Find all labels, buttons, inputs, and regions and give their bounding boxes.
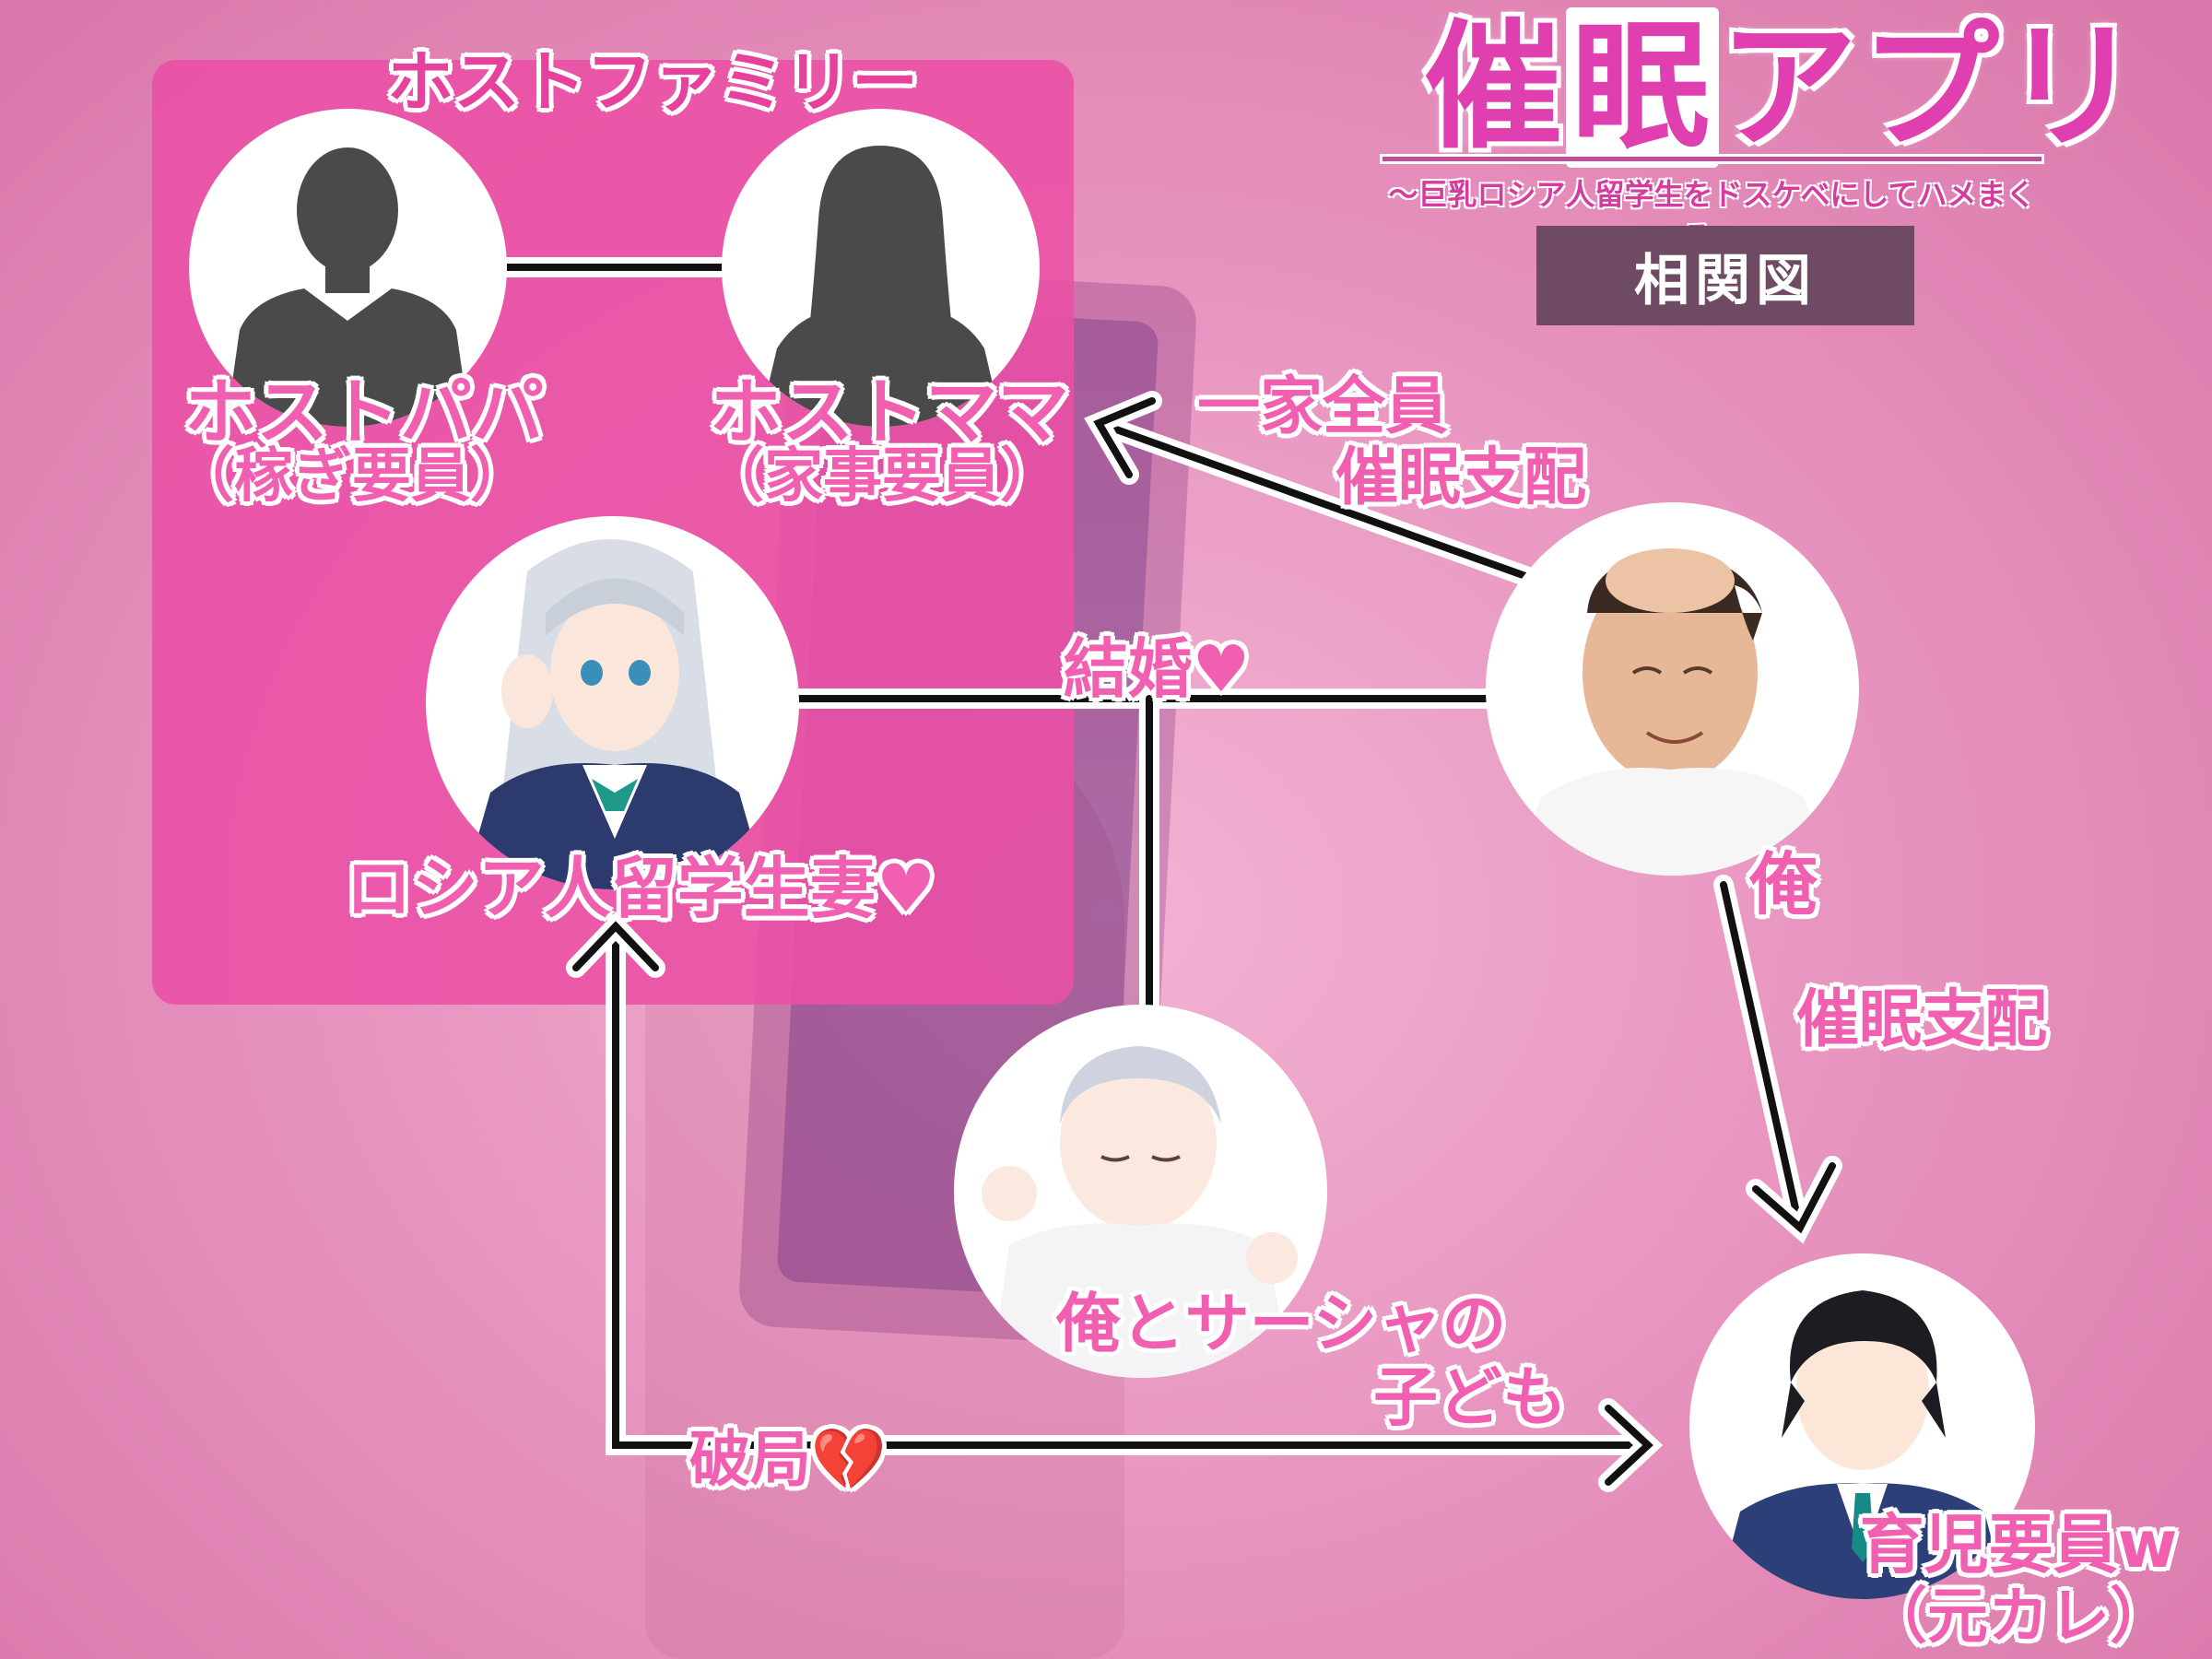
host-mama-name: ホストママ [710,371,1070,454]
title-divider [1382,157,2041,161]
wife-name: ロシア人留学生妻♥ [345,850,936,927]
me-avatar [1486,502,1859,876]
child-name: 俺とサーシャの [1055,1286,1507,1361]
baby-portrait-icon [982,1046,1298,1378]
host-papa-role: （稼ぎ要員） [175,442,529,511]
breakup-label: 破局💔 [688,1424,888,1495]
ex-control-label: 催眠支配 [1795,983,2047,1056]
family-control-label-2: 催眠支配 [1335,441,1586,514]
child-avatar [954,1005,1327,1378]
me-name: 俺 [1749,845,1818,924]
child-name-2: 子ども [1373,1359,1567,1435]
girl-portrait-icon [463,539,767,889]
marriage-label: 結婚♥ [1063,631,1251,707]
host-papa-avatar [189,109,507,427]
title-boxed-char: 眠 [1566,7,1720,168]
family-control-label-1: 一家全員 [1196,371,1448,443]
female-silhouette-icon [759,146,1003,427]
app-title: 催眠アプリ [1424,7,2145,168]
host-papa-name: ホストパパ [184,371,545,454]
man-portrait-icon [1513,548,1831,876]
app-subtitle: 〜巨乳ロシア人留学生をドスケベにしてハメまくる〜 [1388,177,2036,254]
ex-role: （元カレ） [1866,1581,2171,1652]
male-silhouette-icon [226,147,470,427]
wife-avatar [426,516,799,889]
ex-name: 育児要員w [1859,1507,2178,1583]
host-family-label: ホストファミリー [387,43,919,121]
ex-avatar [1689,1253,2035,1599]
title-part-2: アプリ [1719,7,2146,168]
chart-badge: 相関図 [1536,226,1914,325]
young-man-portrait-icon [1717,1290,2007,1599]
host-mama-avatar [722,109,1040,427]
title-part-1: 催 [1424,7,1567,168]
host-mama-role: （家事要員） [705,442,1059,511]
